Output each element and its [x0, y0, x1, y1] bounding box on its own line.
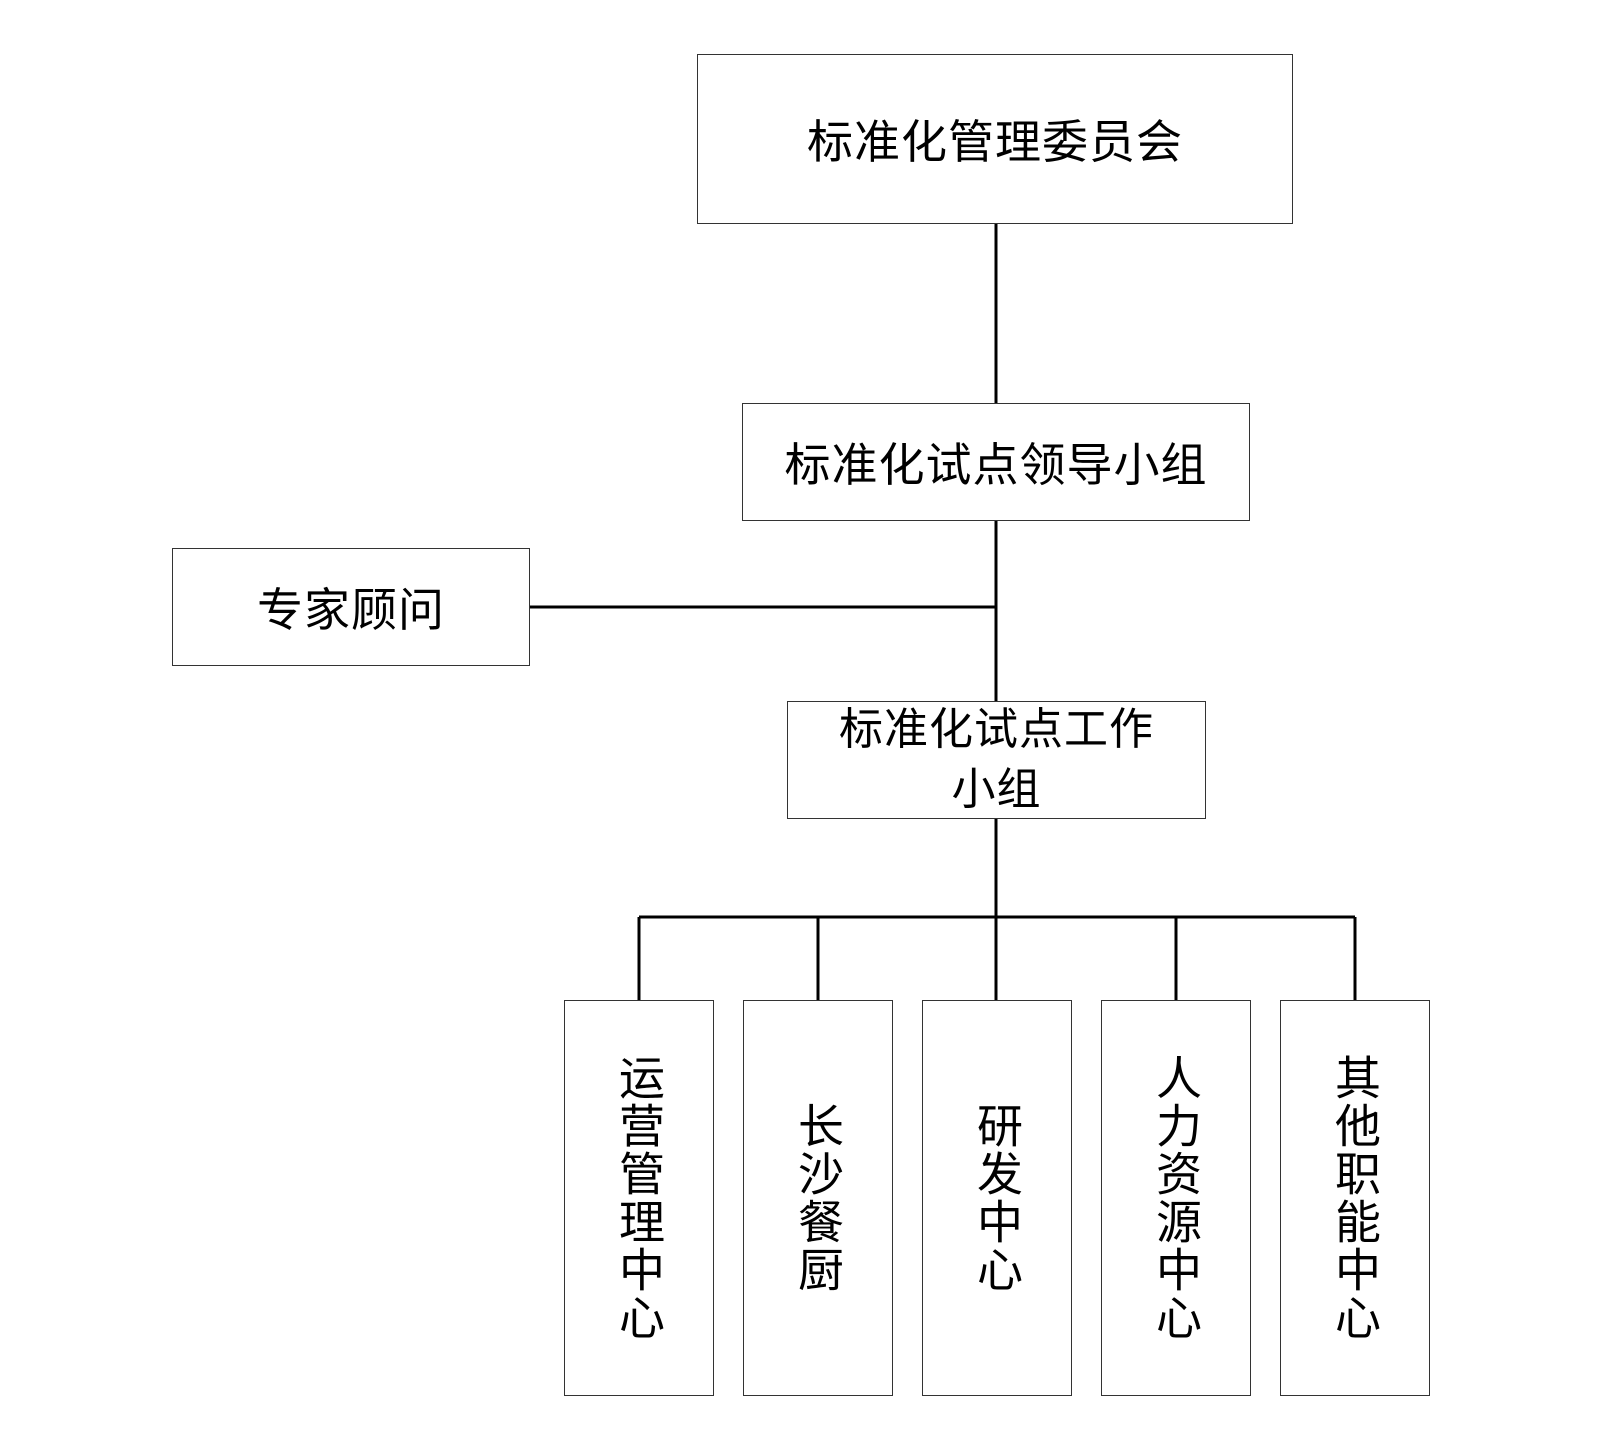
department-node-changsha-kitchen: 长沙餐厨	[743, 1000, 893, 1396]
department-node-other-functions: 其他职能中心	[1280, 1000, 1430, 1396]
working-group-node: 标准化试点工作 小组	[787, 701, 1206, 819]
department-node-rnd: 研发中心	[922, 1000, 1072, 1396]
expert-advisor-node: 专家顾问	[172, 548, 530, 666]
department-label: 研发中心	[970, 1102, 1024, 1294]
committee-label: 标准化管理委员会	[807, 115, 1183, 169]
department-node-hr: 人力资源中心	[1101, 1000, 1251, 1396]
department-label: 长沙餐厨	[791, 1102, 845, 1294]
leading-group-node: 标准化试点领导小组	[742, 403, 1250, 521]
department-label: 人力资源中心	[1149, 1054, 1203, 1342]
committee-node: 标准化管理委员会	[697, 54, 1293, 224]
leading-group-label: 标准化试点领导小组	[784, 438, 1208, 492]
working-group-label: 标准化试点工作 小组	[839, 704, 1154, 815]
department-node-operations: 运营管理中心	[564, 1000, 714, 1396]
expert-advisor-label: 专家顾问	[257, 583, 445, 637]
department-label: 运营管理中心	[612, 1054, 666, 1342]
department-label: 其他职能中心	[1328, 1054, 1382, 1342]
